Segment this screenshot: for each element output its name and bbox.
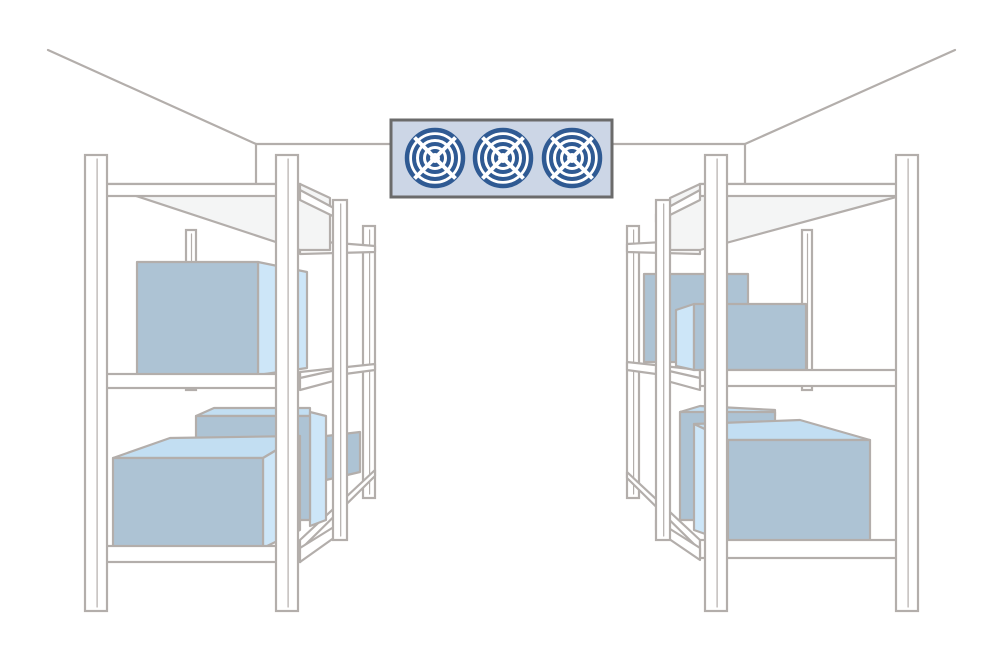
- fan-3-ring-3: [556, 142, 588, 174]
- fan-2-ring-1: [472, 127, 534, 189]
- refrigeration-fan-unit: [389, 118, 614, 199]
- ceiling-wall-lines: [46, 48, 957, 186]
- fan-2: [472, 127, 534, 189]
- fan-3-spoke-gap: [550, 136, 594, 180]
- left-box-upper-front: [135, 260, 260, 377]
- ceiling-edge-left: [46, 48, 258, 146]
- fan-1-ring-4: [426, 149, 444, 167]
- fan-1: [404, 127, 466, 189]
- left-front-post-middle: [331, 198, 349, 542]
- left-box-lower-back-side: [308, 410, 328, 528]
- fan-3: [541, 127, 603, 189]
- left-front-mid-beam: [98, 372, 302, 390]
- fan-3-ring-1: [541, 127, 603, 189]
- left-front-top-beam: [98, 182, 302, 198]
- right-front-post-inner: [703, 153, 729, 613]
- fan-3-ring-2: [549, 135, 595, 181]
- left-front-post-outer: [83, 153, 109, 613]
- left-front-post-inner: [274, 153, 300, 613]
- fan-2-ring-2: [480, 135, 526, 181]
- left-box-lower-front-front: [111, 456, 265, 550]
- right-box-lower-front-front: [726, 438, 872, 544]
- shelf-left-front: [83, 153, 349, 613]
- right-front-bottom-beam: [698, 538, 902, 560]
- fan-2-spoke-gap: [481, 136, 525, 180]
- right-front-post-outer: [894, 153, 920, 613]
- right-front-mid-beam: [698, 368, 902, 388]
- fan-2-ring-4: [494, 149, 512, 167]
- fan-1-ring-1: [404, 127, 466, 189]
- fan-1-spoke-gap: [413, 136, 457, 180]
- fan-3-ring-4: [563, 149, 581, 167]
- fan-2-ring-3: [487, 142, 519, 174]
- ceiling-edge-right: [743, 48, 957, 146]
- fan-1-ring-3: [419, 142, 451, 174]
- shelf-right-front: [642, 153, 920, 613]
- fan-1-ring-2: [412, 135, 458, 181]
- right-box-upper-front-side: [674, 302, 696, 372]
- left-front-bottom-beam: [98, 544, 302, 564]
- right-front-post-middle: [654, 198, 672, 542]
- right-front-top-beam: [698, 182, 902, 198]
